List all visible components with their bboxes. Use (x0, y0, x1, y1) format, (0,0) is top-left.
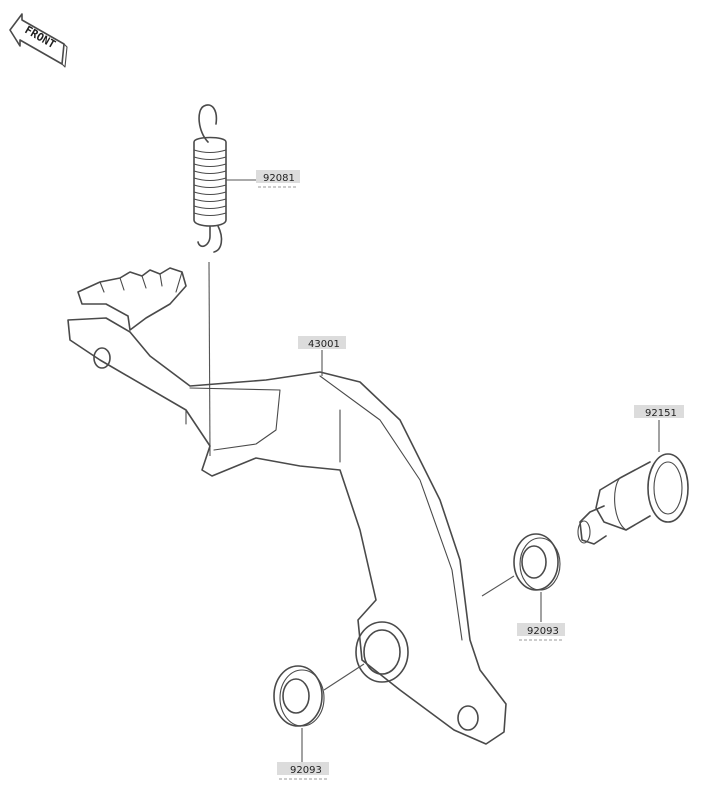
seal-right-rim (519, 537, 561, 591)
return-spring (193, 104, 227, 253)
leader-92093-right-axis (481, 575, 515, 597)
pedal-pivot-boss (355, 621, 409, 683)
seal-right-inner (521, 545, 547, 579)
dust-seal-right (513, 533, 561, 591)
pedal-arm-inner-edge (185, 387, 341, 463)
spring-coils (193, 149, 227, 217)
pedal-tip-teeth (99, 271, 183, 293)
bolt-head-inner (653, 461, 683, 515)
seal-left-inner (282, 678, 310, 714)
pedal-small-hole (93, 347, 111, 369)
spring-mount-line (208, 261, 211, 457)
part-number-seal-right: 92093 (527, 626, 559, 637)
leader-lines (226, 179, 660, 762)
brake-pedal (67, 267, 507, 745)
spring-top-hook (198, 104, 218, 143)
label-92081: 92081 (256, 170, 300, 188)
front-label: FRONT (23, 23, 59, 51)
bolt-step (614, 477, 627, 531)
pedal-arm (67, 317, 507, 745)
front-arrow-shadow-icon (61, 43, 68, 68)
label-43001: 43001 (298, 336, 346, 350)
spring-bottom-hook (197, 225, 223, 253)
pedal-arm-rib (319, 375, 463, 641)
pedal-pivot-bore (363, 629, 401, 675)
pedal-tip-platform (77, 267, 187, 331)
bolt-tip-end (577, 520, 591, 544)
label-92093-right: 92093 (517, 623, 565, 641)
pivot-bolt (577, 453, 689, 545)
leader-92093-left-axis (323, 663, 365, 691)
part-number-spring: 92081 (263, 173, 295, 184)
bolt-tip (579, 505, 607, 545)
bolt-head-flange (647, 453, 689, 523)
spring-body (193, 136, 227, 227)
label-92093-left: 92093 (277, 762, 329, 780)
part-number-pivot-bolt: 92151 (645, 408, 677, 419)
pedal-rod-hole (457, 705, 479, 731)
label-92151: 92151 (634, 405, 684, 419)
front-arrow-icon (9, 13, 65, 65)
seal-left-rim (279, 669, 325, 727)
front-direction-indicator: FRONT (9, 13, 68, 68)
part-number-seal-left: 92093 (290, 765, 322, 776)
bolt-shank (595, 461, 651, 531)
part-number-pedal: 43001 (308, 339, 340, 350)
dust-seal-left (273, 665, 325, 727)
